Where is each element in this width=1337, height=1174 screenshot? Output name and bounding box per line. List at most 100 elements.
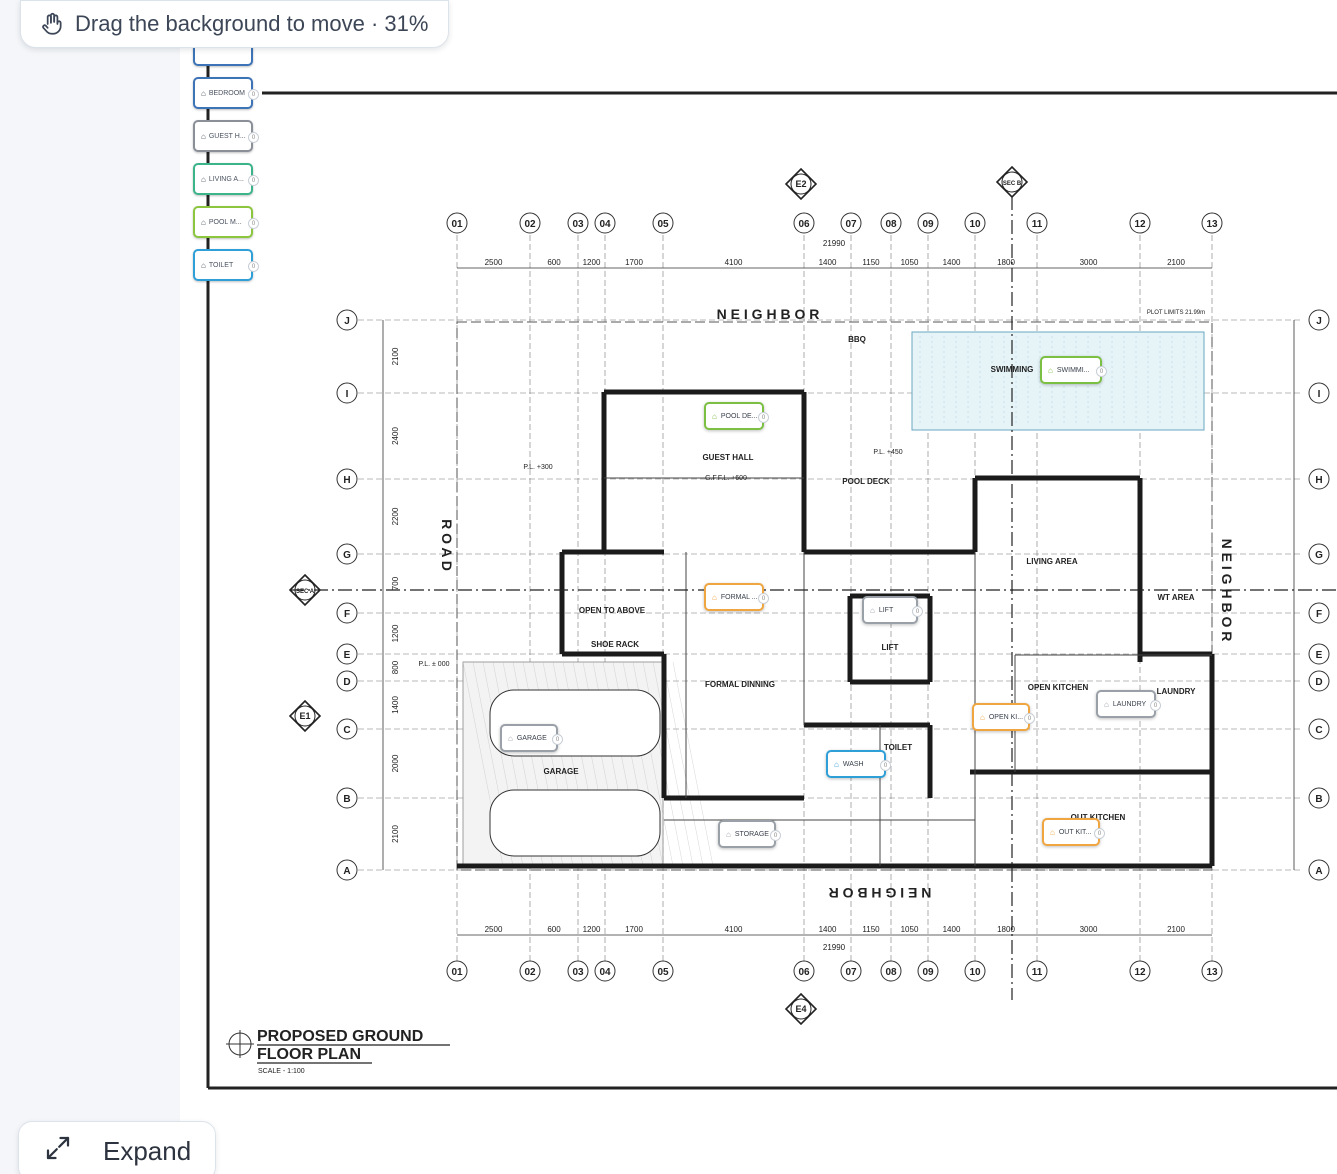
dimension-text: 4100 <box>725 258 743 267</box>
grid-label: 02 <box>524 219 536 230</box>
grid-label: 03 <box>572 967 584 978</box>
grid-bubble <box>1201 960 1223 982</box>
dimension-text: 1200 <box>583 925 601 934</box>
dimension-text: 1050 <box>901 925 919 934</box>
grid-bubble <box>594 960 616 982</box>
room-tag[interactable]: ⌂FORMAL ...0 <box>704 583 769 611</box>
room-tag-count: 0 <box>1150 700 1161 711</box>
neighbor-label: N E I G H B O R <box>829 885 932 901</box>
grid-label: C <box>1315 725 1322 736</box>
expand-button[interactable]: Expand <box>18 1121 216 1174</box>
expand-arrows-icon <box>43 1133 73 1170</box>
grid-label: E <box>1316 650 1323 661</box>
grid-label: 07 <box>845 219 857 230</box>
dimension-text: 1400 <box>819 925 837 934</box>
layer-chip-count: 0 <box>248 175 259 186</box>
grid-label: D <box>343 677 350 688</box>
dimension-text: 3000 <box>1080 925 1098 934</box>
expand-label: Expand <box>103 1135 192 1166</box>
grid-label: 12 <box>1134 967 1146 978</box>
grid-label: H <box>1315 475 1322 486</box>
grid-bubble <box>1308 602 1330 624</box>
room-tag[interactable]: ⌂SWIMMI...0 <box>1040 356 1107 384</box>
grid-label: C <box>343 725 350 736</box>
room-label: OPEN TO ABOVE <box>579 606 646 615</box>
elevation-label: SEC B <box>1003 181 1022 187</box>
grid-bubble <box>567 212 589 234</box>
room-label: GARAGE <box>543 767 579 776</box>
grid-bubble <box>336 468 358 490</box>
room-label: SHOE RACK <box>591 640 639 649</box>
grid-label: 03 <box>572 219 584 230</box>
grid-label: F <box>344 609 350 620</box>
dimension-text: 1400 <box>391 696 400 714</box>
grid-label: F <box>1316 609 1322 620</box>
layer-chip[interactable]: ⌂GUEST H...0 <box>193 120 259 152</box>
room-tag-label: FORMAL ... <box>720 593 758 601</box>
elevation-marker <box>790 173 812 195</box>
elevation-marker <box>294 705 316 727</box>
grid-label: 13 <box>1206 219 1218 230</box>
neighbor-label: N E I G H B O R <box>717 306 820 322</box>
grid-label: 07 <box>845 967 857 978</box>
grid-bubble <box>917 212 939 234</box>
canvas-left-margin <box>0 0 180 1174</box>
plot-limits-label: PLOT LIMITS 21.99m <box>1147 310 1205 316</box>
room-tag-count: 0 <box>1024 713 1035 724</box>
grid-label: 10 <box>969 219 981 230</box>
car-outline <box>489 789 661 857</box>
level-label: P.L. +300 <box>523 464 552 471</box>
dimension-text: 2100 <box>391 825 400 843</box>
dimension-text: 800 <box>391 660 400 674</box>
grid-bubble <box>519 212 541 234</box>
dimension-text: 2100 <box>1167 925 1185 934</box>
room-tag[interactable]: ⌂POOL DE...0 <box>704 402 769 430</box>
grid-bubble <box>336 670 358 692</box>
layer-chip-count: 0 <box>248 132 259 143</box>
room-tag[interactable]: ⌂OUT KIT...0 <box>1042 818 1105 846</box>
grid-bubble <box>1201 212 1223 234</box>
grid-bubble <box>880 212 902 234</box>
grid-label: G <box>343 550 351 561</box>
grid-bubble <box>652 212 674 234</box>
room-icon: ⌂ <box>1048 365 1053 375</box>
grid-bubble <box>1026 212 1048 234</box>
room-tag-label: POOL DE... <box>720 412 758 420</box>
level-label: P.L. ± 000 <box>419 661 450 668</box>
layer-chip[interactable]: ⌂POOL M...0 <box>193 206 259 238</box>
grid-label: 13 <box>1206 967 1218 978</box>
grid-label: G <box>1315 550 1323 561</box>
grid-label: B <box>1315 794 1322 805</box>
drag-hint-pill: Drag the background to move · 31% <box>20 0 450 48</box>
room-label: TOILET <box>884 743 912 752</box>
dimension-text: 2100 <box>1167 258 1185 267</box>
plot-boundary <box>456 321 1213 871</box>
dimension-text: 21990 <box>823 239 846 248</box>
grid-bubble <box>652 960 674 982</box>
dimension-text: 2500 <box>485 258 503 267</box>
room-tag-label: STORAGE <box>734 830 769 838</box>
layer-chip-label: BEDROOM <box>208 89 246 97</box>
room-tag-count: 0 <box>552 734 563 745</box>
elevation-label: E1 <box>299 711 310 721</box>
grid-label: 01 <box>451 967 463 978</box>
grid-bubble <box>840 212 862 234</box>
grid-label: E <box>344 650 351 661</box>
room-icon: ⌂ <box>712 411 717 421</box>
grid-label: A <box>343 866 350 877</box>
layer-chip[interactable]: ⌂LIVING A...0 <box>193 163 259 195</box>
dimension-text: 600 <box>547 925 561 934</box>
room-tag[interactable]: ⌂OPEN KI...0 <box>972 703 1035 731</box>
room-tag-count: 0 <box>880 760 891 771</box>
garage-hatch <box>672 661 714 867</box>
dimension-text: 2000 <box>391 754 400 772</box>
